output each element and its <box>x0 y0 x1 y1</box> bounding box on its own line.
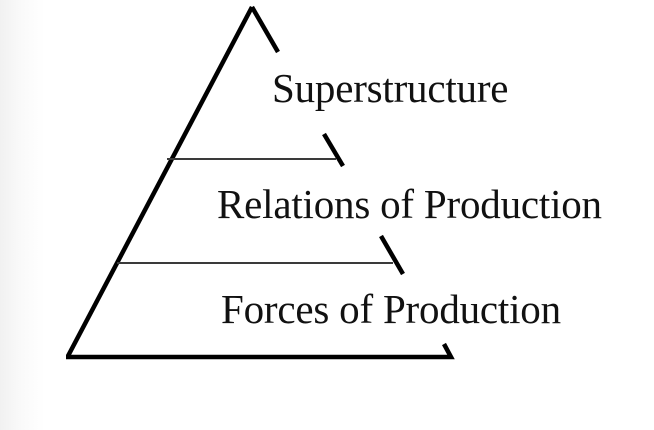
layer-label-relations-of-production: Relations of Production <box>217 181 602 227</box>
layer-label-superstructure: Superstructure <box>272 65 509 111</box>
pyramid-base <box>66 342 455 360</box>
layer-label-forces-of-production: Forces of Production <box>221 286 561 332</box>
divider-bottom-tick <box>379 234 405 276</box>
pyramid-apex-right-stroke <box>250 5 280 54</box>
pyramid-left-edge <box>66 5 254 358</box>
divider-top-tick <box>322 132 345 168</box>
